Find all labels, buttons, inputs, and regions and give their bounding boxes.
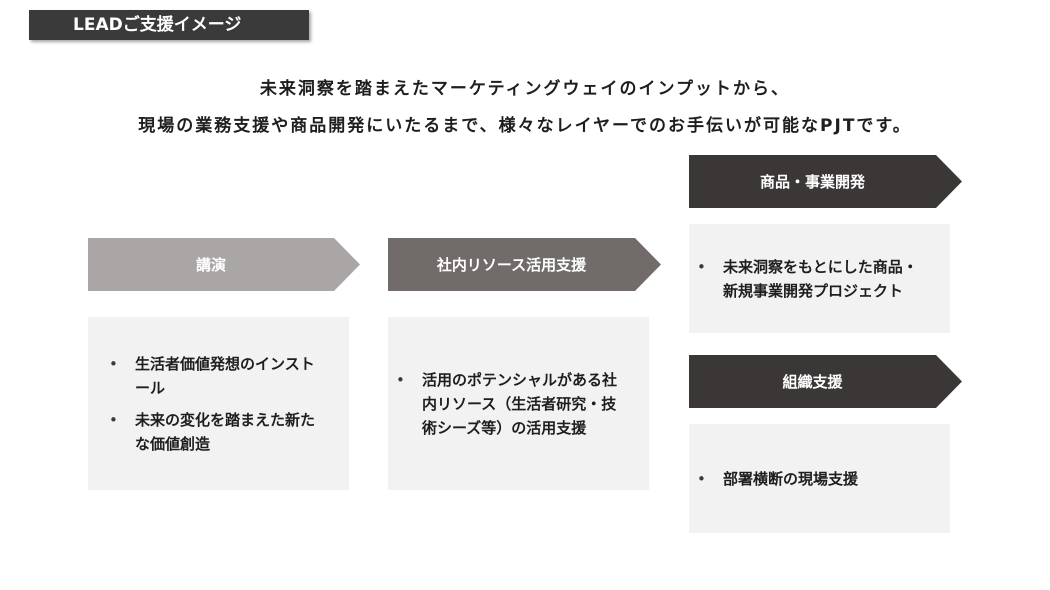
list-item: •活用のポテンシャルがある社内リソース（生活者研究・技術シーズ等）の活用支援 (396, 368, 629, 440)
lecture-label: 講演 (195, 256, 226, 274)
list-item: •生活者価値発想のインストール (109, 352, 329, 400)
lecture-list: •生活者価値発想のインストール •未来の変化を踏まえた新たな価値創造 (109, 352, 329, 456)
product-dev-arrow-label: 商品・事業開発 (689, 155, 962, 208)
product-dev-label: 商品・事業開発 (759, 173, 865, 191)
internal-resources-label: 社内リソース活用支援 (436, 256, 587, 274)
bullet-icon: • (697, 257, 706, 276)
bullet-icon: • (109, 354, 118, 373)
internal-resources-list: •活用のポテンシャルがある社内リソース（生活者研究・技術シーズ等）の活用支援 (396, 368, 629, 440)
bullet-icon: • (109, 410, 118, 429)
org-support-detail-box: •部署横断の現場支援 (689, 424, 950, 533)
org-support-arrow-label: 組織支援 (689, 355, 962, 408)
headline-line-2: 現場の業務支援や商品開発にいたるまで、様々なレイヤーでのお手伝いが可能なPJTで… (138, 116, 912, 136)
product-dev-list: •未来洞察をもとにした商品・新規事業開発プロジェクト (697, 255, 930, 303)
bullet-icon: • (697, 469, 706, 488)
product-dev-detail-box: •未来洞察をもとにした商品・新規事業開発プロジェクト (689, 224, 950, 333)
headline-line-1: 未来洞察を踏まえたマーケティングウェイのインプットから、 (259, 79, 791, 99)
lecture-detail-box: •生活者価値発想のインストール •未来の変化を踏まえた新たな価値創造 (88, 317, 349, 490)
bullet-icon: • (396, 370, 405, 389)
internal-resources-arrow-label: 社内リソース活用支援 (388, 238, 661, 291)
internal-resources-detail-box: •活用のポテンシャルがある社内リソース（生活者研究・技術シーズ等）の活用支援 (388, 317, 649, 490)
section-title-tag: LEADご支援イメージ (29, 10, 309, 40)
list-item: •未来の変化を踏まえた新たな価値創造 (109, 408, 329, 456)
org-support-list: •部署横断の現場支援 (697, 467, 930, 491)
list-item: •未来洞察をもとにした商品・新規事業開発プロジェクト (697, 255, 930, 303)
list-item: •部署横断の現場支援 (697, 467, 930, 491)
lecture-arrow-label: 講演 (88, 238, 360, 291)
org-support-label: 組織支援 (782, 373, 843, 391)
